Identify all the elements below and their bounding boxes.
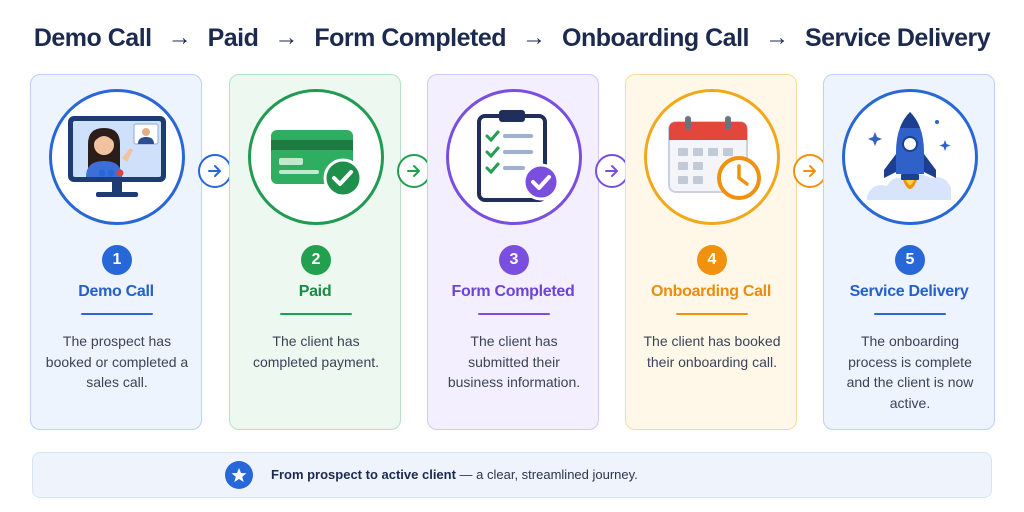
step-card-onboarding-call: 4 Onboarding Call The client has booked … [625,74,797,430]
arrow-connector [397,154,431,188]
arrow-connector [793,154,827,188]
summary-banner: From prospect to active client — a clear… [32,452,992,498]
step-description: The client has booked their onboarding c… [643,333,781,370]
title-underline [280,313,352,315]
summary-bold-text: From prospect to active client [271,467,456,482]
flow-header: Demo Call → Paid → Form Completed → Onbo… [0,18,1024,58]
header-step-onboarding-call: Onboarding Call [562,23,749,52]
step-card-service-delivery: 5 Service Delivery The onboarding proces… [823,74,995,430]
step-card-demo-call: 1 Demo Call The prospect has booked or c… [30,74,202,430]
arrow-right-icon [803,165,816,177]
clipboard-checklist-icon [477,110,560,202]
step-description: The client has submitted their business … [447,333,581,390]
step-description: The onboarding process is complete and t… [846,333,974,411]
step-number: 5 [895,245,925,275]
arrow-right-icon [407,165,420,177]
step-number: 3 [499,245,529,275]
arrow-connector [198,154,232,188]
step-card-paid: 2 Paid The client has completed payment. [229,74,401,430]
step-number: 2 [301,245,331,275]
step-title: Service Delivery [849,283,969,300]
step-title: Form Completed [451,283,575,300]
step-title: Paid [298,283,332,300]
header-step-service-delivery: Service Delivery [804,23,991,52]
title-underline [676,313,748,315]
step-description: The prospect has booked or completed a s… [45,333,189,390]
title-underline [478,313,550,315]
step-description: The client has completed payment. [252,333,380,370]
step-title: Onboarding Call [651,283,771,300]
icon-circle [644,89,780,225]
summary-text: From prospect to active client — a clear… [271,467,638,482]
header-step-demo-call: Demo Call [33,23,152,52]
header-arrow: → [167,24,192,51]
star-icon [225,461,253,489]
rocket-icon [867,112,951,200]
calendar-clock-icon [668,116,761,200]
icon-circle [446,89,582,225]
step-number: 1 [102,245,132,275]
step-title: Demo Call [78,283,154,300]
header-arrow: → [764,24,789,51]
title-underline [81,313,153,315]
arrow-right-icon [605,165,618,177]
step-number: 4 [697,245,727,275]
title-underline [874,313,946,315]
icon-circle [49,89,185,225]
arrow-right-icon [208,165,221,177]
step-card-form-completed: 3 Form Completed The client has submitte… [427,74,599,430]
icon-circle [248,89,384,225]
credit-card-check-icon [271,130,363,198]
icon-circle [842,89,978,225]
video-call-monitor-icon [68,116,166,197]
header-step-form-completed: Form Completed [314,23,507,52]
arrow-connector [595,154,629,188]
header-arrow: → [522,24,547,51]
header-step-paid: Paid [207,23,259,52]
summary-rest-text: — a clear, streamlined journey. [455,467,638,482]
header-arrow: → [274,24,299,51]
